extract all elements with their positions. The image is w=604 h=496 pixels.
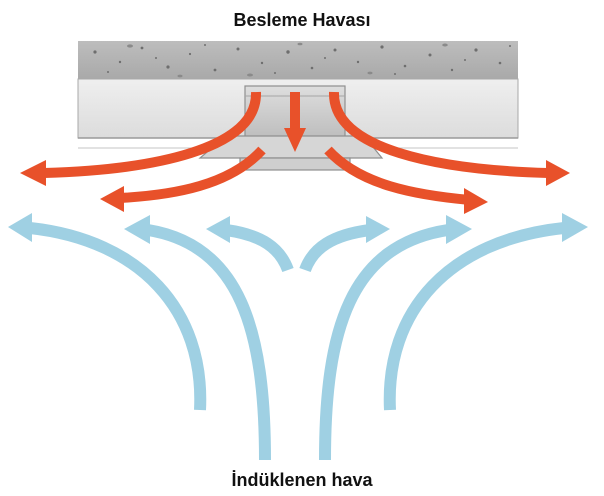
- supply-air-label: Besleme Havası: [233, 10, 371, 30]
- supply-arrow-left-inner: [119, 146, 266, 203]
- induced-arrowhead: [562, 213, 588, 242]
- induced-air-label: İndüklenen hava: [231, 470, 373, 490]
- induced-arrow-inner-right: [299, 224, 371, 273]
- induced-arrowhead: [366, 216, 390, 243]
- induced-air-arrows: [29, 222, 565, 461]
- induced-arrowhead: [446, 215, 472, 244]
- induced-arrow-mid-right: [319, 224, 449, 461]
- supply-arrowhead: [464, 188, 488, 214]
- supply-arrow-right-inner: [324, 146, 471, 205]
- concrete-slab: [78, 41, 518, 79]
- supply-arrowhead: [546, 160, 570, 186]
- induced-air-arrowheads: [8, 213, 588, 244]
- supply-arrowhead: [20, 160, 46, 186]
- induced-arrow-far-right: [383, 222, 565, 411]
- induced-arrow-far-left: [29, 222, 207, 411]
- induced-arrowhead: [8, 213, 32, 242]
- slab-pebbles: [127, 42, 448, 78]
- slab-speckles: [93, 44, 511, 75]
- supply-arrow-right-outer: [328, 91, 549, 178]
- supply-air-arrows: [43, 91, 549, 205]
- induced-arrow-mid-left: [147, 224, 271, 461]
- induced-arrowhead: [206, 216, 230, 243]
- induced-arrow-inner-left: [225, 224, 294, 273]
- supply-arrow-left-outer: [43, 91, 262, 178]
- supply-air-arrowheads: [20, 128, 570, 214]
- supply-arrowhead: [284, 128, 306, 152]
- supply-arrowhead: [100, 186, 124, 212]
- induced-arrowhead: [124, 215, 150, 244]
